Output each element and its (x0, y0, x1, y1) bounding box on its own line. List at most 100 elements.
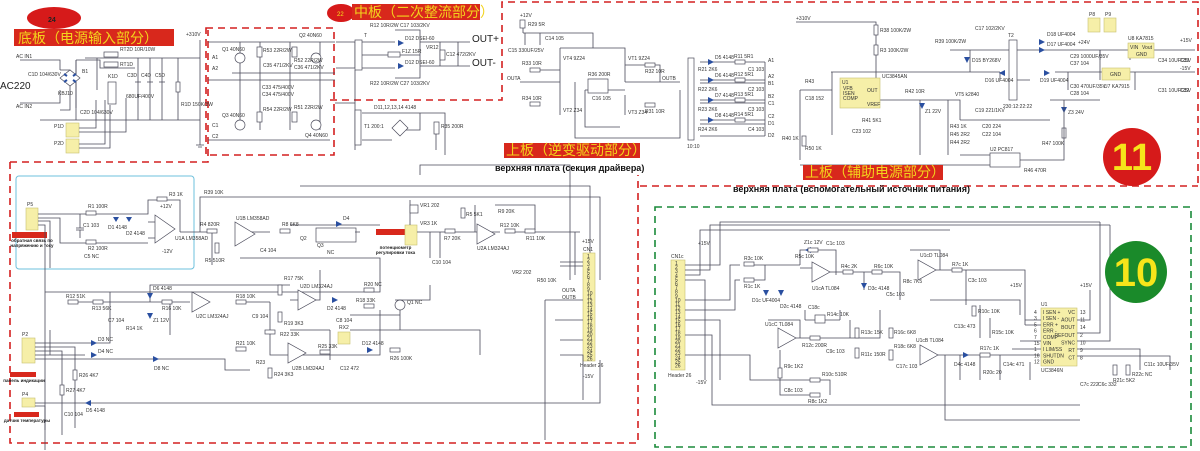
part-c2: C2 (212, 134, 219, 140)
ct-bridge (391, 119, 409, 137)
part-vr12: VR12 (426, 45, 439, 51)
rail-plus15: +15V (1180, 38, 1192, 44)
part-d7: D7 4148 (715, 93, 734, 99)
ic-pin-label: BOUT (1061, 325, 1075, 331)
header-pin: 20 (675, 339, 681, 345)
part-c14c: C14c 471 (1003, 362, 1025, 368)
header-pin: 16 (675, 323, 681, 329)
cn1c-header (670, 259, 686, 371)
part-c10: C10 104 (432, 260, 451, 266)
header-pin: 12 (675, 306, 681, 312)
aux-title-ru: верхняя плата (вспомогательный источник … (733, 184, 970, 194)
opamp-u1cb (919, 344, 939, 366)
part-d5: D5 4148 (715, 55, 734, 61)
part-p4: P4 (22, 392, 28, 398)
ic-pin-label: I LIM/SS (1043, 347, 1063, 353)
pwm-ic-name: UC3846N (1041, 368, 1063, 374)
part-u2a: U2A LM324AJ (477, 246, 509, 252)
part-r5: R5 510R (205, 258, 225, 264)
pin-vfb: VFB (843, 86, 853, 92)
part-c2-drv: C2 103 (748, 87, 764, 93)
part-r13: R13 5R1 (734, 92, 754, 98)
header-pin: 23 (675, 351, 681, 357)
part-r38: R38 100K/2W (880, 28, 911, 34)
part-c23: C23 102 (852, 129, 871, 135)
part-u1cb: U1cB TL084 (916, 338, 944, 344)
ic-pin-label: REFOUT (1054, 333, 1075, 339)
part-u2-opto: U2 PC817 (990, 147, 1013, 153)
ic-pin-label: ERR - (1043, 329, 1057, 335)
part-c33: C33 (1180, 58, 1189, 64)
badge-11-label: 11 (1112, 137, 1152, 179)
part-u2d: U2D LM324AJ (300, 284, 333, 290)
part-c7c: C7c 222 (1080, 382, 1099, 388)
p4-caption-wrap: датчик температуры (4, 418, 50, 423)
part-c34: C34 10UF/25V (1158, 58, 1192, 64)
header-pin: 15 (675, 318, 681, 324)
ic-pin-label: CT (1068, 356, 1075, 362)
header-pin: 14 (587, 307, 593, 313)
part-d3c: D3c 4148 (868, 286, 890, 292)
part-r45: R45 2R2 (950, 132, 970, 138)
header-pin: 6 (587, 275, 590, 281)
p1d-connector (65, 122, 80, 138)
part-u8: U8 KA7815 (1128, 36, 1154, 42)
part-r16: R16 10K (162, 306, 182, 312)
p4-connector (21, 397, 36, 408)
part-c7: C7 104 (108, 318, 124, 324)
part-r22c: R22c NC (1132, 372, 1153, 378)
part-r22: R22 2K6 (698, 87, 718, 93)
part-r47: R47 100K (1042, 141, 1065, 147)
rail-minus12: -12V (162, 249, 173, 255)
ic-pin-number: 6 (1034, 329, 1037, 335)
feedback-box (15, 175, 195, 270)
part-r7c: R7c 1K (952, 262, 969, 268)
ic-pin-number: 7 (1034, 335, 1037, 341)
optocoupler-q3 (315, 227, 357, 243)
header-pin: 11 (675, 302, 680, 308)
r1d-resistor (175, 81, 181, 93)
part-c4d: C4D (141, 73, 151, 79)
part-r10cb: R10c 510R (822, 372, 847, 378)
part-r18c: R18c 6K8 (894, 344, 916, 350)
badge-22 (327, 4, 355, 22)
header-pin: 25 (587, 352, 593, 358)
part-p5: P5 (27, 202, 33, 208)
ic-pin-label: ERR + (1043, 322, 1058, 328)
header-pin: 2 (675, 265, 678, 271)
part-rx2: RX2 (339, 325, 349, 331)
header-pin: 4 (587, 266, 590, 272)
ic-pin-label: COMP (1043, 335, 1059, 341)
part-z1: Z1 22V (925, 109, 942, 115)
part-c22: C22 104 (982, 132, 1001, 138)
header-pin: 13 (587, 303, 593, 309)
opamp-u2d (297, 289, 317, 311)
header-pin: 19 (587, 328, 593, 334)
part-r8c: R8c 7K5 (903, 279, 922, 285)
rt2d-resistor (103, 51, 119, 58)
part-r27: R27 4K7 (66, 388, 86, 394)
part-q2: Q2 40N60 (299, 33, 322, 39)
part-q3: Q3 (317, 243, 324, 249)
part-r44: R44 2R2 (950, 140, 970, 146)
ac-input-label: AC220 (0, 81, 31, 92)
part-r7: R7 20K (444, 236, 461, 242)
part-r10c: R10c 10K (978, 309, 1001, 315)
part-t2-ratio: 230:12:22:22 (1003, 104, 1032, 110)
part-d4: D4 (343, 216, 350, 222)
p9-connector (1103, 17, 1117, 33)
part-p2d: P2D (54, 141, 64, 147)
ic-pin-number: 4 (1034, 310, 1037, 316)
header-pin: 18 (675, 331, 681, 337)
right-control-board-border (654, 206, 1192, 448)
part-c18: C18 152 (805, 96, 824, 102)
ic-pin-number: 11 (1080, 318, 1085, 324)
part-d3: D3 NC (98, 337, 113, 343)
part-r21c: R21c 5K2 (1113, 378, 1135, 384)
pin-vref: VREF (867, 102, 880, 108)
part-r33: R33 10R (522, 61, 542, 67)
header-pin: 20 (587, 332, 593, 338)
ic-pin-label: VC (1068, 310, 1075, 316)
part-r53: R53 22R/2W (263, 48, 292, 54)
